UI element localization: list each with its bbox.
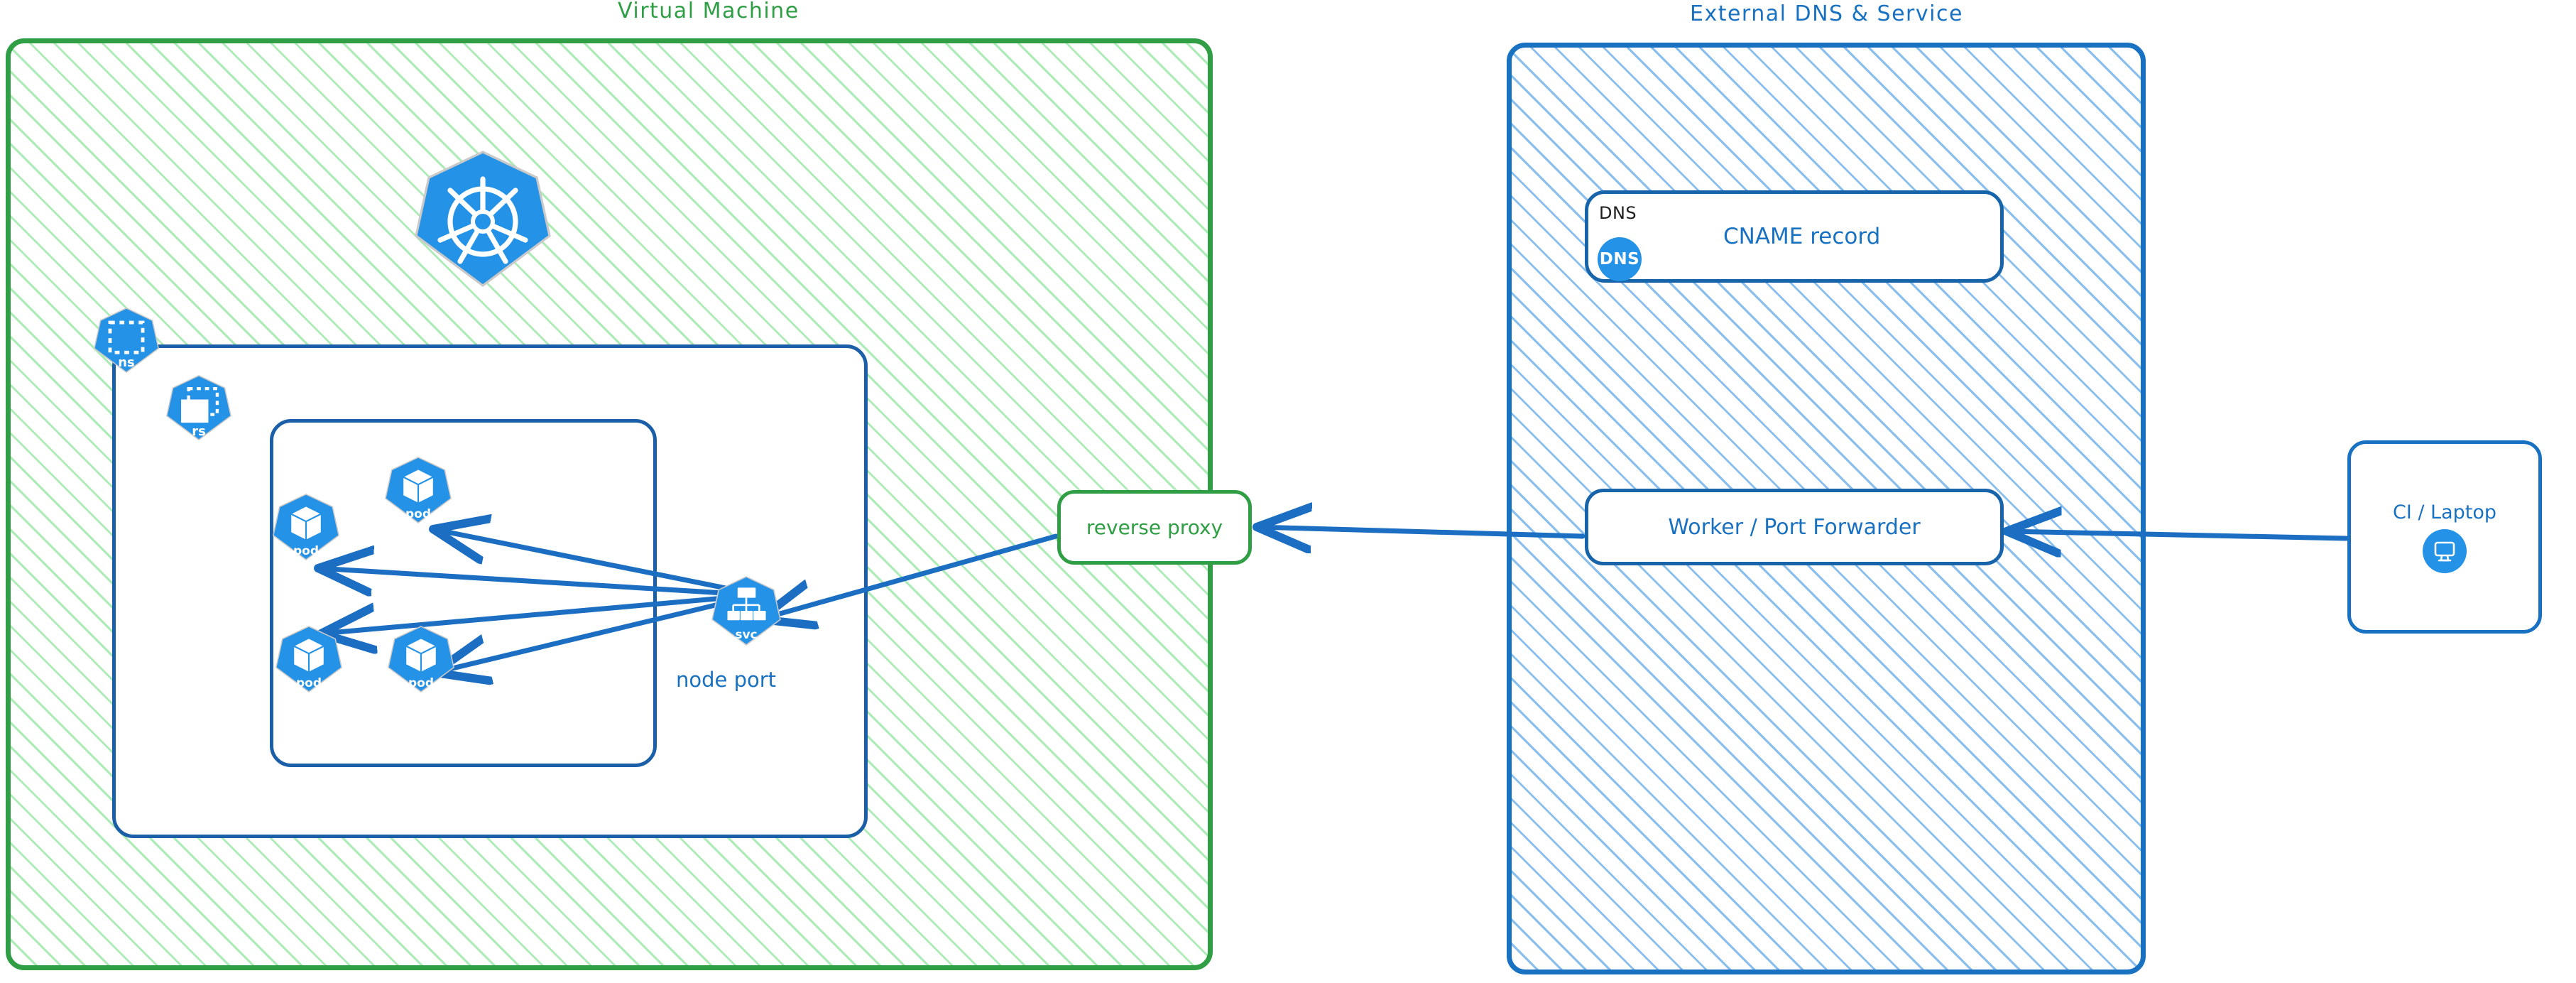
monitor-icon — [2423, 528, 2467, 573]
pod-icon-1: pod — [271, 492, 341, 563]
pod-caption-1: pod — [293, 544, 320, 558]
kubernetes-logo-icon — [412, 148, 554, 290]
edge-service-to-pod-4 — [435, 599, 730, 673]
pod-caption-2: pod — [405, 507, 432, 521]
ci-laptop-label: CI / Laptop — [2392, 501, 2497, 523]
worker-port-forwarder-node[interactable]: Worker / Port Forwarder — [1585, 489, 2004, 565]
pod-icon-3: pod — [274, 624, 344, 695]
edge-worker-to-reverse-proxy — [1257, 527, 1586, 536]
edge-service-to-pod-1 — [318, 568, 727, 593]
group-virtual-machine-title: Virtual Machine — [618, 0, 799, 23]
namespace-icon: ns — [92, 305, 160, 375]
node-port-label: node port — [676, 668, 777, 692]
edge-ci-laptop-to-worker — [2007, 531, 2349, 538]
dns-tag-label: DNS — [1599, 203, 1637, 223]
cname-record-label: CNAME record — [1723, 224, 1881, 249]
namespace-caption: ns — [118, 355, 135, 370]
ci-laptop-node[interactable]: CI / Laptop — [2347, 440, 2542, 634]
service-caption: svc — [735, 628, 758, 642]
service-icon: svc — [710, 574, 782, 648]
edge-reverse-proxy-to-service — [760, 533, 1059, 619]
dns-badge-label: DNS — [1599, 250, 1640, 268]
replicaset-icon: rs — [165, 373, 233, 442]
pod-icon-4: pod — [386, 624, 456, 695]
group-external-dns-service-title: External DNS & Service — [1690, 1, 1963, 26]
reverse-proxy-node[interactable]: reverse proxy — [1057, 490, 1252, 565]
reverse-proxy-label: reverse proxy — [1086, 516, 1223, 539]
replicaset-caption: rs — [192, 424, 206, 439]
pod-caption-4: pod — [408, 676, 435, 690]
worker-port-forwarder-label: Worker / Port Forwarder — [1668, 514, 1921, 540]
edge-service-to-pod-2 — [433, 529, 728, 591]
edge-service-to-pod-3 — [321, 595, 727, 634]
cname-record-node[interactable]: CNAME record — [1585, 190, 2004, 283]
pod-icon-2: pod — [383, 455, 453, 526]
pod-caption-3: pod — [295, 676, 322, 690]
dns-badge-icon: DNS — [1598, 237, 1642, 281]
